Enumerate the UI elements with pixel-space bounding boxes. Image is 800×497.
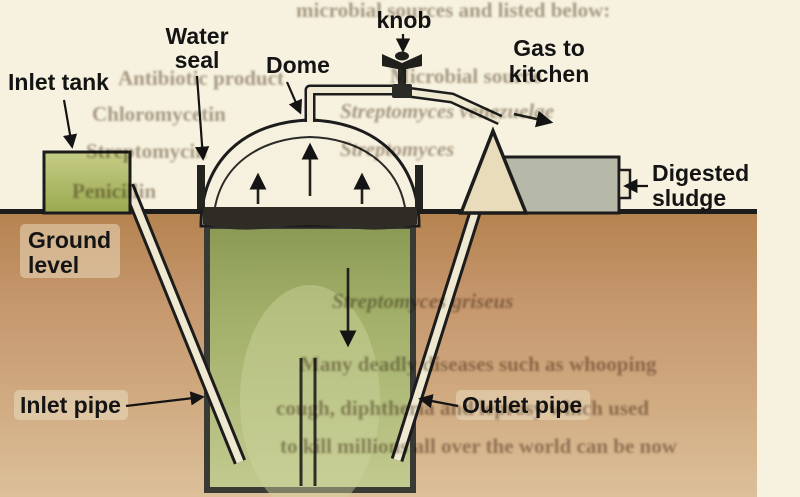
dome-inner-arc: [213, 135, 407, 215]
label-patch: [14, 390, 128, 420]
outlet-pipe: [390, 166, 496, 462]
water-seal-pointer-arrow: [195, 75, 210, 161]
outlet-funnel: [458, 126, 529, 215]
label-knob: knob: [377, 7, 432, 33]
label-patch: [20, 224, 120, 278]
inlet-tank: [42, 150, 132, 215]
slurry-surface-band: [203, 207, 417, 230]
label-gas-to-kitchen-line2: kitchen: [509, 61, 590, 87]
gas-valve-knob: [382, 51, 422, 98]
label-water-seal-line2: seal: [175, 47, 220, 73]
inlet-tank-pointer-arrow: [62, 99, 78, 149]
label-gas-to-kitchen-line1: Gas to: [513, 35, 585, 61]
dome-pointer-arrow: [285, 81, 303, 115]
outlet-pipe-pointer-arrow: [418, 394, 459, 409]
label-inlet-tank: Inlet tank: [8, 69, 109, 95]
label-ground-level-line1: Ground: [28, 227, 111, 253]
inlet-pipe: [121, 183, 247, 465]
water-seal-right-mark: [415, 165, 423, 209]
inlet-pipe-pointer-arrow: [125, 391, 205, 408]
digester-tank: [204, 223, 416, 493]
label-inlet-pipe: Inlet pipe: [20, 392, 121, 418]
label-outlet-pipe: Outlet pipe: [462, 392, 582, 418]
label-water-seal-line1: Water: [165, 23, 228, 49]
label-dome: Dome: [266, 52, 330, 78]
water-seal-left-mark: [197, 165, 205, 209]
sludge-tank-outlet-notch: [617, 168, 632, 200]
label-patch: [456, 390, 590, 420]
label-digested-sludge-line2: sludge: [652, 185, 726, 211]
gas-flow-arrow: [513, 110, 554, 128]
label-ground-level-line2: level: [28, 252, 79, 278]
label-digested-sludge-line1: Digested: [652, 160, 749, 186]
